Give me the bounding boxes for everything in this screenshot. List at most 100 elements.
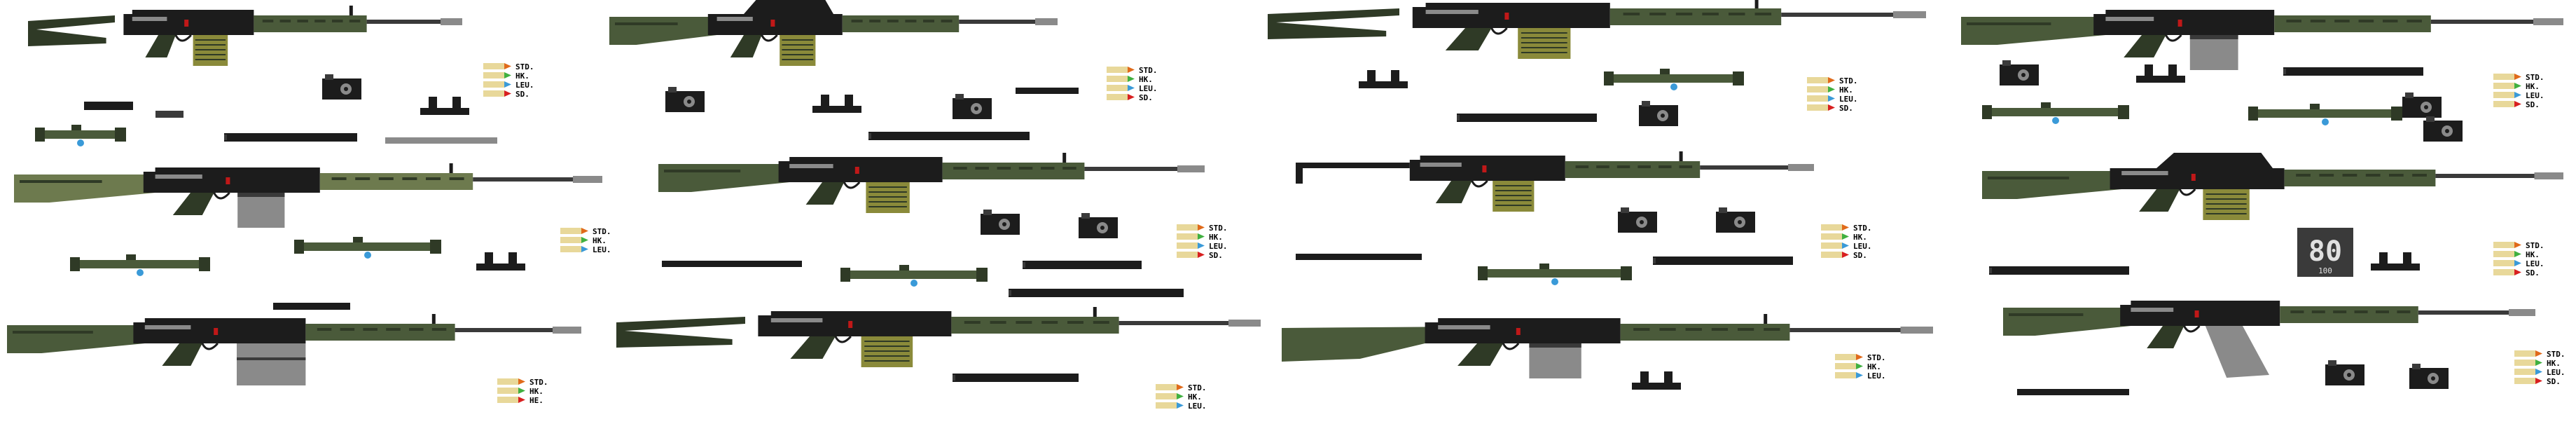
red-dot-sight: [322, 74, 361, 100]
red-dot-4-1b: [2402, 93, 2442, 118]
ammo-label: LEU.: [2526, 259, 2544, 268]
handguard: [2280, 306, 2418, 323]
front-sight: [1764, 314, 1768, 324]
magazine-rib: [1495, 190, 1532, 191]
ammo-label: HK.: [2526, 82, 2540, 91]
cartridge-tip: [1128, 94, 1135, 100]
optic-dot-icon: [1661, 114, 1665, 118]
stock-detail: [20, 180, 102, 183]
stock-detail: [1988, 177, 2070, 179]
magazine-rib: [2205, 208, 2247, 210]
pistol-grip: [1457, 343, 1504, 366]
cartridge-tip: [1856, 363, 1863, 369]
barrel: [473, 177, 585, 182]
magazine-rib: [2205, 193, 2247, 195]
suppressor-tube: [224, 133, 357, 142]
pistol-grip: [162, 343, 202, 366]
handguard-vent: [297, 20, 308, 22]
magazine-rib: [864, 341, 910, 342]
cartridge-case: [1156, 384, 1177, 390]
handguard-vent: [2397, 310, 2411, 313]
ammo-label: LEU.: [1839, 95, 1858, 104]
suppressor-3-2: [1653, 256, 1793, 265]
top-rail: [1438, 318, 1621, 322]
cartridge-case: [1821, 233, 1842, 240]
ammo-label: HK.: [1188, 392, 1202, 402]
ammo-label: SD.: [515, 90, 529, 99]
front-sight: [1093, 307, 1097, 317]
handguard-vent: [279, 20, 291, 22]
rifle-3-1: [1268, 0, 1926, 59]
optic-dot-icon: [2431, 376, 2435, 381]
cartridge-tip: [581, 228, 588, 234]
ammo-legend-3-3: STD.HK.LEU.: [1835, 353, 1886, 381]
handguard-vent: [262, 20, 274, 22]
cartridge-tip: [1842, 233, 1849, 240]
ammo-legend-2-3: STD.HK.LEU.: [1156, 383, 1207, 411]
front-sight: [1062, 153, 1067, 163]
handguard-vent: [1616, 165, 1630, 168]
ammo-label: STD.: [1209, 224, 1228, 233]
trigger-guard: [201, 342, 219, 350]
cartridge-tip: [518, 388, 525, 394]
muzzle: [2533, 18, 2563, 25]
ammo-label: STD.: [2547, 350, 2565, 359]
handguard-vent: [2310, 20, 2326, 22]
cartridge-case: [1835, 363, 1856, 369]
scope-1-2b: [294, 237, 441, 259]
barrel: [1781, 13, 1906, 17]
top-rail: [2131, 301, 2280, 305]
ammo-label: LEU.: [1139, 84, 1158, 93]
optic-dot-icon: [687, 100, 691, 104]
cartridge-tip: [1198, 233, 1205, 240]
ammo-label: HK.: [529, 387, 543, 396]
magazine-rib: [868, 186, 907, 188]
ammo-legend-3-1: STD.HK.LEU.SD.: [1807, 76, 1858, 113]
handguard-vent: [1754, 13, 1772, 15]
red-dot-2-2: [981, 210, 1020, 235]
handguard-vent: [363, 328, 378, 331]
pistol-grip: [145, 35, 176, 57]
magazine-rib: [195, 59, 226, 60]
scope-objective: [1733, 71, 1744, 85]
scope-4-1b: [2248, 104, 2402, 125]
optic-dot-icon: [1738, 220, 1742, 224]
scope-tube: [1982, 108, 2129, 116]
ammo-label: STD.: [1867, 353, 1886, 362]
cartridge-tip: [1842, 252, 1849, 258]
stock-detail: [2009, 313, 2084, 316]
suppressor-2-2b: [1009, 289, 1184, 297]
cartridge-case: [1177, 224, 1198, 231]
handguard-vent: [941, 20, 953, 22]
handguard: [305, 324, 455, 341]
handguard-vent: [2376, 310, 2389, 313]
mount-base: [2136, 76, 2185, 83]
ammo-label: HK.: [515, 71, 529, 81]
ammo-label: HK.: [1839, 85, 1853, 95]
suppressor-cap: [1989, 268, 1992, 273]
trigger-guard: [213, 191, 230, 200]
cartridge-case: [560, 228, 581, 234]
magazine-rib: [2205, 198, 2247, 200]
magazine-rib: [868, 201, 907, 203]
ammo-label: SD.: [1139, 93, 1153, 102]
red-dot-4-3b: [2409, 364, 2449, 389]
suppressor-cap: [1009, 290, 1011, 296]
receiver-accent: [184, 20, 189, 27]
scope-turret: [899, 265, 909, 271]
trigger-guard: [174, 34, 192, 42]
handguard-vent: [314, 20, 326, 22]
receiver-accent: [854, 167, 859, 174]
stock-detail: [1967, 22, 2051, 25]
scope-lens-icon: [2322, 118, 2329, 125]
cartridge-case: [2493, 260, 2514, 266]
scope-objective: [976, 268, 988, 282]
suppressor-tube: [1989, 266, 2129, 275]
cartridge-tip: [1128, 76, 1135, 82]
suppressor-tube: [1009, 289, 1184, 297]
cartridge-tip: [581, 237, 588, 243]
scope-turret: [71, 125, 81, 130]
cartridge-tip: [504, 90, 511, 97]
handguard: [1609, 8, 1782, 25]
handguard-vent: [2407, 20, 2422, 22]
